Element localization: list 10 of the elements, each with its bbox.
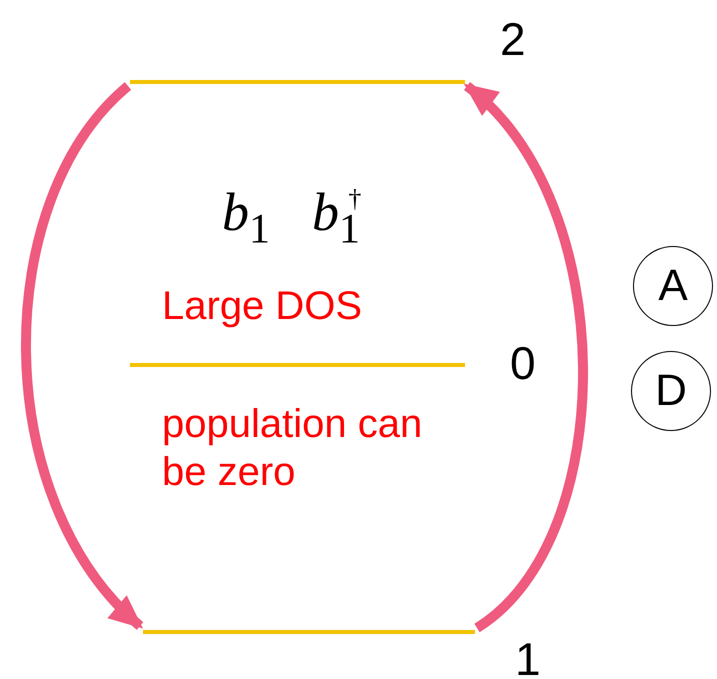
level-number: 0 [510,340,536,386]
circle-letter: D [655,369,687,413]
operator-symbol: b$_{1}$ [222,181,270,255]
curved-arrow [21,82,144,630]
annotation-text: Large DOS [162,283,362,330]
annotation-text: population can be zero [162,401,424,496]
curved-arrow [464,82,588,632]
circle-letter: A [658,264,688,308]
level-number: 2 [500,16,526,62]
level-number: 1 [515,636,541,679]
